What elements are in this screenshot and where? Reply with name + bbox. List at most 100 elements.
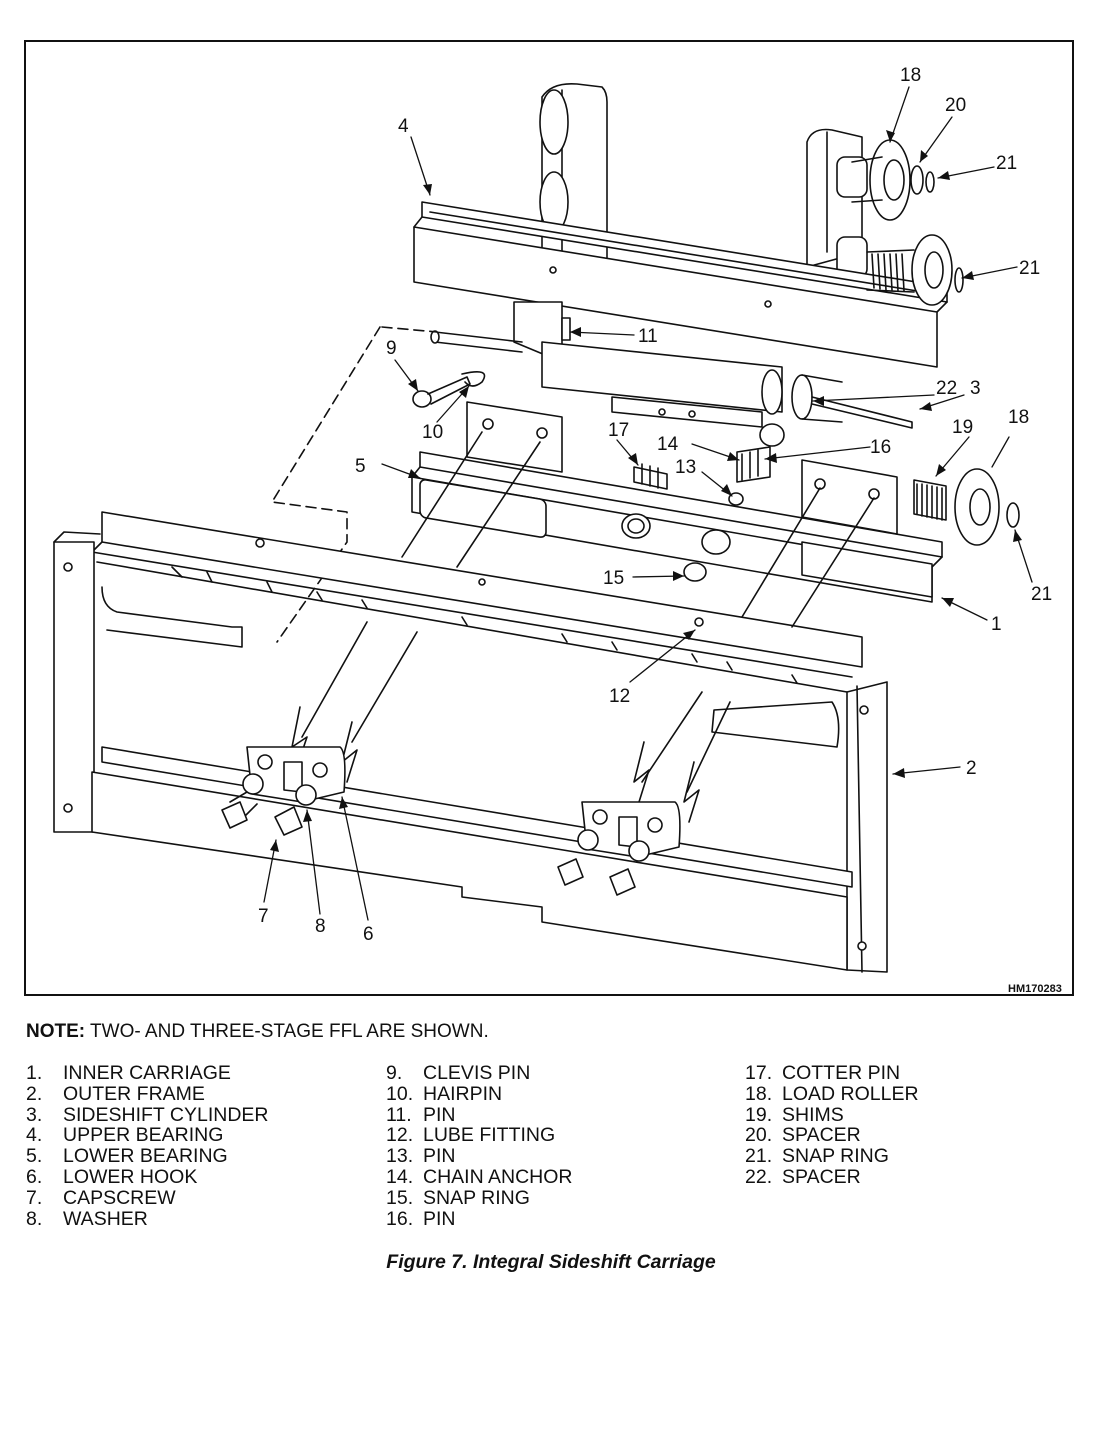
- legend-item-label: PIN: [423, 1145, 456, 1168]
- legend-item: 10. HAIRPIN: [386, 1082, 573, 1105]
- legend-item-label: HAIRPIN: [423, 1082, 503, 1105]
- legend-item-label: LUBE FITTING: [423, 1124, 556, 1147]
- legend-item: 17.COTTER PIN: [745, 1063, 919, 1084]
- legend-item-number: 2.: [26, 1082, 43, 1105]
- legend-item-label: SPACER: [782, 1124, 861, 1147]
- legend-item-label: PIN: [423, 1103, 456, 1126]
- callout-12: 12: [609, 686, 630, 707]
- legend-item-number: 3.: [26, 1103, 43, 1126]
- legend-item: 19. SHIMS: [745, 1103, 919, 1126]
- callout-arrowheads: [270, 130, 1022, 852]
- legend-item: 6. LOWER HOOK: [26, 1167, 269, 1188]
- callout-21-mid: 21: [1019, 258, 1040, 279]
- callout-3: 3: [970, 378, 981, 399]
- figure-frame: 18 20 21 4 21 11 9 22 3 18 19 10 17 14 1…: [24, 40, 1074, 996]
- callout-6: 6: [363, 924, 374, 945]
- legend-item-number: 14.: [386, 1165, 414, 1188]
- legend-item: 8.WASHER: [26, 1207, 269, 1230]
- load-roller-upper: [851, 139, 935, 221]
- legend-item-number: 12.: [386, 1124, 414, 1147]
- legend-item-number: 5.: [26, 1145, 43, 1168]
- legend-item-number: 11.: [386, 1103, 412, 1126]
- callout-5: 5: [355, 456, 366, 477]
- lower-bearing-right: [801, 459, 898, 535]
- inner-carriage: [411, 451, 943, 603]
- callout-8: 8: [315, 916, 326, 937]
- callout-18-upper: 18: [900, 65, 921, 86]
- sideshift-cylinder: [430, 301, 913, 429]
- legend-item: 13. PIN: [386, 1146, 573, 1167]
- legend-item-label: SIDESHIFT CYLINDER: [63, 1103, 269, 1126]
- drawing-code: HM170283: [1008, 983, 1062, 995]
- legend-item: 9. CLEVIS PIN: [386, 1063, 573, 1084]
- callout-7: 7: [258, 906, 269, 927]
- callout-20: 20: [945, 95, 966, 116]
- legend-item-label: SHIMS: [782, 1103, 844, 1126]
- legend-item: 2.OUTER FRAME: [26, 1082, 269, 1105]
- legend-item-label: LOWER HOOK: [63, 1165, 198, 1188]
- legend-item-number: 21.: [745, 1145, 773, 1168]
- callout-labels: 18 20 21 4 21 11 9 22 3 18 19 10 17 14 1…: [258, 65, 1062, 995]
- legend-item-number: 1.: [26, 1062, 43, 1084]
- figure-note: NOTE: TWO- AND THREE-STAGE FFL ARE SHOWN…: [26, 1021, 489, 1043]
- callout-9: 9: [386, 338, 397, 359]
- callout-21-lower: 21: [1031, 584, 1052, 605]
- note-text: TWO- AND THREE-STAGE FFL ARE SHOWN.: [85, 1021, 489, 1042]
- callout-18-lower: 18: [1008, 407, 1029, 428]
- legend-item-number: 9.: [386, 1062, 403, 1084]
- upper-bearing: [413, 201, 948, 368]
- callout-16: 16: [870, 437, 891, 458]
- legend-item-number: 6.: [26, 1165, 43, 1188]
- callout-14: 14: [657, 434, 679, 455]
- callout-1: 1: [991, 614, 1002, 635]
- legend-item: 7.CAPSCREW: [26, 1186, 269, 1209]
- legend-item: 20. SPACER: [745, 1125, 919, 1146]
- outer-frame: [53, 511, 888, 973]
- callout-17: 17: [608, 420, 629, 441]
- exploded-diagram: 18 20 21 4 21 11 9 22 3 18 19 10 17 14 1…: [53, 65, 1062, 995]
- legend-item-label: SNAP RING: [782, 1145, 889, 1168]
- lower-hook-left: [221, 746, 346, 836]
- legend-item-label: CHAIN ANCHOR: [423, 1165, 573, 1188]
- callout-19: 19: [952, 417, 973, 438]
- legend-item-number: 20.: [745, 1124, 773, 1147]
- legend-item-label: LOAD ROLLER: [782, 1082, 919, 1105]
- lower-hook-right: [557, 801, 681, 896]
- legend-item-number: 16.: [386, 1207, 414, 1230]
- callout-4: 4: [398, 116, 409, 137]
- callout-21-upper: 21: [996, 153, 1017, 174]
- legend-item-number: 10.: [386, 1082, 414, 1105]
- legend-item: 22.SPACER: [745, 1167, 919, 1188]
- legend-item-number: 13.: [386, 1145, 414, 1168]
- legend-item: 21. SNAP RING: [745, 1146, 919, 1167]
- mast-upright-left: [539, 82, 608, 303]
- legend-item-label: UPPER BEARING: [63, 1124, 224, 1147]
- legend-item-label: SPACER: [782, 1165, 861, 1188]
- legend-item-label: CLEVIS PIN: [423, 1062, 531, 1084]
- legend-item-label: WASHER: [63, 1207, 148, 1230]
- legend-item: 15. SNAP RING: [386, 1186, 573, 1209]
- note-label: NOTE:: [26, 1021, 86, 1042]
- legend-item: 14. CHAIN ANCHOR: [386, 1167, 573, 1188]
- legend-item: 1.INNER CARRIAGE: [26, 1063, 269, 1084]
- callout-11: 11: [638, 326, 658, 347]
- legend-item: 16.PIN: [386, 1207, 573, 1230]
- mast-upright-right: [806, 128, 868, 278]
- legend-item-number: 15.: [386, 1186, 414, 1209]
- legend-item-number: 7.: [26, 1186, 43, 1209]
- callout-13: 13: [675, 457, 696, 478]
- legend-item: 5. LOWER BEARING: [26, 1146, 269, 1167]
- lower-bearing-left: [466, 401, 563, 473]
- legend-item-label: SNAP RING: [423, 1186, 530, 1209]
- legend-item-number: 18.: [745, 1082, 773, 1105]
- callout-22: 22: [936, 378, 957, 399]
- load-roller-mid: [866, 234, 964, 306]
- clevis-pin: [412, 371, 486, 408]
- legend-item-label: LOWER BEARING: [63, 1145, 228, 1168]
- legend-item-number: 19.: [745, 1103, 773, 1126]
- legend-item: 11. PIN: [386, 1103, 573, 1126]
- chain-anchor-plate: [611, 396, 785, 506]
- callout-10: 10: [422, 422, 443, 443]
